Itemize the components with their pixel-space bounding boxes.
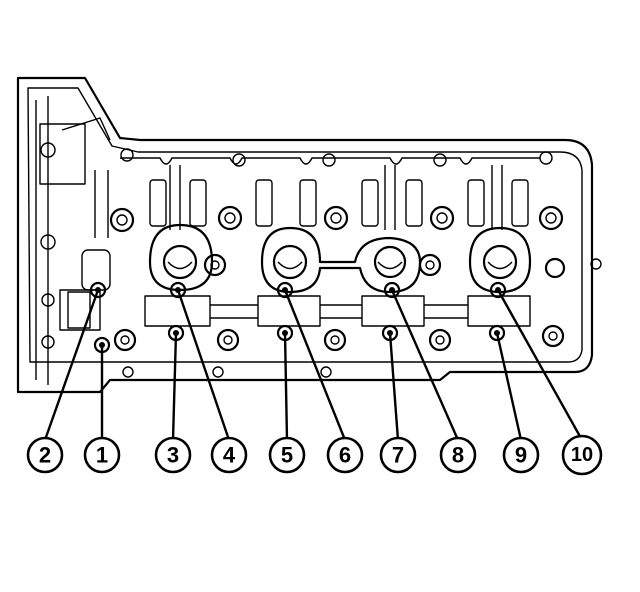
svg-text:10: 10 — [571, 444, 593, 466]
callout-2: 2 — [26, 436, 64, 474]
callout-6: 6 — [326, 436, 364, 474]
svg-text:7: 7 — [392, 443, 404, 468]
svg-text:5: 5 — [281, 443, 293, 468]
bolt-bosses-lower — [113, 324, 565, 378]
svg-text:1: 1 — [96, 443, 108, 468]
valve-springs-upper — [94, 165, 529, 238]
callout-7: 7 — [379, 436, 417, 474]
cam-cap-bolts — [67, 281, 531, 354]
callout-1: 1 — [83, 436, 121, 474]
gasket-edge — [120, 148, 602, 270]
left-end-details — [39, 117, 111, 349]
svg-text:8: 8 — [452, 443, 464, 468]
svg-text:6: 6 — [339, 443, 351, 468]
svg-text:9: 9 — [515, 443, 527, 468]
callout-3: 3 — [154, 436, 192, 474]
callout-4: 4 — [210, 436, 248, 474]
svg-text:2: 2 — [39, 443, 51, 468]
svg-text:4: 4 — [223, 443, 236, 468]
callout-8: 8 — [439, 436, 477, 474]
callout-10: 10 — [561, 434, 603, 476]
bolt-bosses-upper — [109, 205, 566, 279]
callout-5: 5 — [268, 436, 306, 474]
svg-text:3: 3 — [167, 443, 179, 468]
head-outline — [16, 76, 594, 394]
leader-lines — [43, 289, 584, 441]
callout-9: 9 — [502, 436, 540, 474]
callouts: 2 1 3 4 5 6 7 8 9 10 — [26, 434, 603, 476]
